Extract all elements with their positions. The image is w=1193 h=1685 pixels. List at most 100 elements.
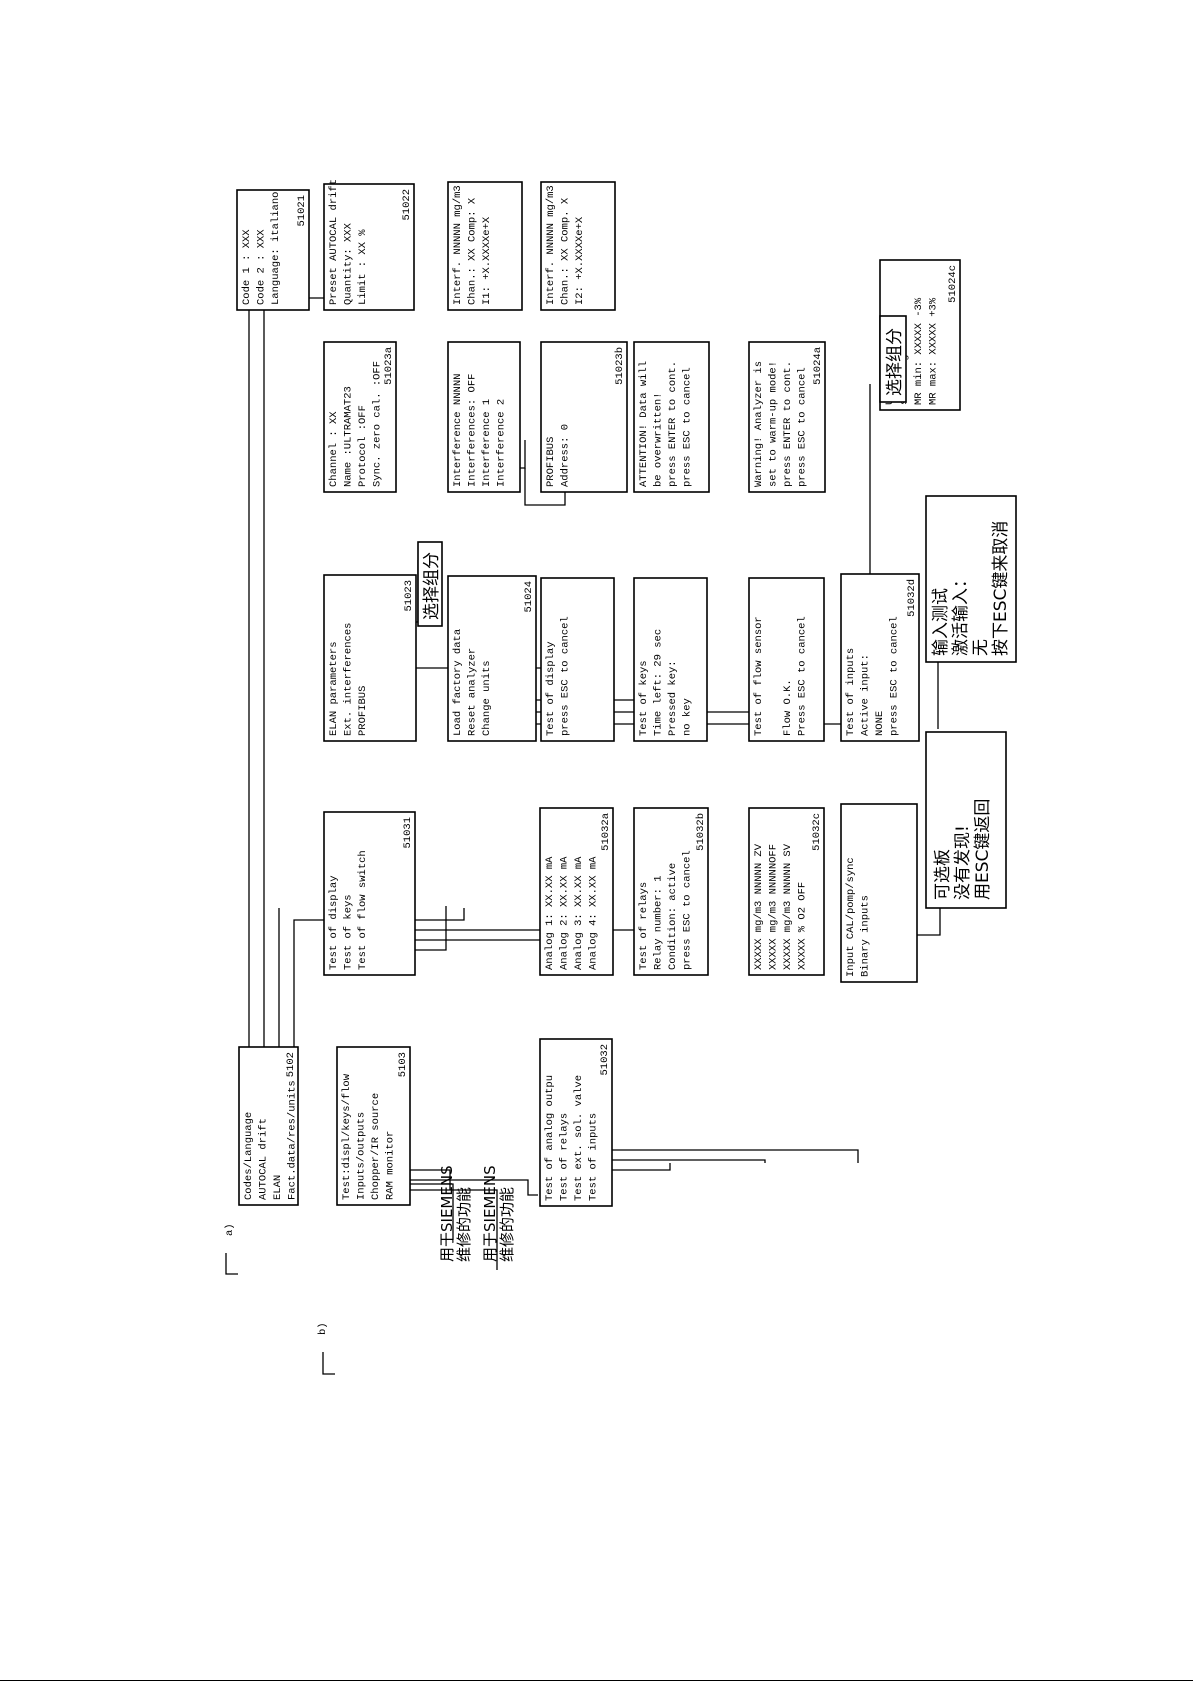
box-code: 51032 (599, 1044, 611, 1076)
box-line: MR max: XXXXX +3% (928, 297, 940, 405)
box-code: 51024a (812, 347, 824, 385)
box-frame (539, 1038, 613, 1207)
box-line: Interference 2 (496, 399, 508, 487)
box-line: XXXXX % O2 OFF (797, 882, 809, 970)
box-code: 51023b (614, 347, 626, 385)
select-component-label-2: 选择组分 (885, 328, 905, 396)
box-line: Analog 1: XX.XX mA (544, 856, 556, 970)
box-line: Ext. interferences (343, 623, 355, 736)
box-line: Code 2 : XXX (256, 229, 268, 305)
box-code: 51024c (947, 265, 959, 303)
box-line: AUTOCAL drift (258, 1118, 270, 1200)
siemens-label-2a: 用于SIEMENS (481, 1165, 499, 1262)
box-line: Chan.: XX Comp: X (467, 197, 479, 305)
input-test-box (925, 495, 1017, 663)
box-line: XXXXX mg/m3 NNNNN SV (782, 843, 794, 970)
label-b: b) (317, 1322, 329, 1335)
box-line: Time left: 29 sec (653, 629, 665, 736)
box-line: press ESC to cancel (797, 367, 809, 487)
box-line: Change units (481, 660, 493, 736)
box-line: MR min: XXXXX -3% (913, 297, 925, 405)
box-frame (323, 341, 397, 493)
box-line: Reset analyzer (467, 648, 479, 736)
bottom-rule (0, 1680, 1193, 1681)
box-line: Chopper/IR source (370, 1093, 382, 1200)
box-line: Chan.: XX Comp. X (560, 197, 572, 305)
box-code: 51032a (600, 813, 612, 851)
box-line: Test:displ/keys/flow (341, 1073, 353, 1200)
label-a: a) (224, 1223, 236, 1236)
box-frame (840, 803, 918, 983)
box-line: Active input: (860, 654, 872, 736)
box-frame (236, 189, 310, 311)
box-frame (633, 577, 708, 742)
box-line: Condition: active (667, 863, 679, 970)
input-test-line-2: 激活输入： (951, 571, 971, 656)
siemens-label-1b: 维修的功能 (455, 1187, 473, 1262)
box-line: no key (682, 698, 694, 736)
box-line: press ESC to cancel (682, 367, 694, 487)
box-line: Interf. NNNNN mg/m3 (452, 185, 464, 305)
input-test-line-3: 无 (971, 639, 991, 656)
box-line: Limit : XX % (357, 229, 369, 305)
select-component-label-1: 选择组分 (422, 552, 442, 620)
box-line: Interferences: OFF (467, 374, 479, 487)
box-line: Name :ULTRAMAT23 (343, 386, 355, 487)
box-line: Test of display (328, 875, 340, 970)
box-line: XXXXX mg/m3 NNNNN ZV (753, 843, 765, 970)
box-code: 51023 (403, 580, 415, 612)
box-code: 5103 (397, 1052, 409, 1077)
input-test-line-1: 输入测试 (931, 588, 951, 656)
box-code: 51031 (402, 817, 414, 849)
box-line: Analog 4: XX.XX mA (588, 856, 600, 970)
box-frame (238, 1046, 299, 1206)
box-code: 51032b (695, 813, 707, 851)
box-code: 51024 (523, 581, 535, 613)
box-line: Warning! Analyzer is (753, 361, 765, 487)
box-line: Preset AUTOCAL drift (328, 179, 340, 305)
box-line: Interference 1 (481, 399, 493, 487)
box-line: Protocol :OFF (357, 405, 369, 487)
box-line: Fact.data/res/units (287, 1080, 299, 1200)
box-line: I1: +X.XXXXe+X (481, 216, 493, 305)
box-frame (748, 807, 825, 976)
optional-board-line-3: 用ESC键返回 (973, 799, 993, 900)
box-line: press ESC to cancel (682, 850, 694, 970)
box-line: press ESC to cancel (889, 616, 901, 736)
box-frame (748, 341, 826, 493)
box-line: Test of relays (559, 1113, 571, 1201)
box-line: PROFIBUS (545, 437, 557, 487)
box-line: Test of flow switch (357, 850, 369, 970)
box-code: 51023a (383, 347, 395, 385)
optional-board-box (925, 731, 1007, 909)
box-line: XXXXX mg/m3 NNNNNOFF (768, 844, 780, 970)
box-line: Inputs/outputs (356, 1112, 368, 1200)
box-frame (323, 183, 415, 311)
optional-board-line-2: 没有发现! (953, 825, 973, 900)
box-line: Address: 0 (560, 424, 572, 487)
box-line: Pressed key: (667, 660, 679, 736)
optional-board-line-1: 可选板 (933, 849, 953, 900)
box-line: Interf. NNNNN mg/m3 (545, 185, 557, 305)
box-line: Code 1 : XXX (241, 229, 253, 305)
box-line: PROFIBUS (357, 686, 369, 736)
box-line: Interference NNNNN (452, 374, 464, 487)
box-code: 51032d (906, 579, 918, 617)
select-component-box-1 (417, 541, 443, 627)
siemens-label-2b: 维修的功能 (498, 1187, 516, 1262)
input-test-line-4: 按下ESC键来取消 (991, 521, 1011, 656)
box-line: set to warm-up mode! (768, 361, 780, 487)
box-line: Analog 2: XX.XX mA (559, 856, 571, 970)
